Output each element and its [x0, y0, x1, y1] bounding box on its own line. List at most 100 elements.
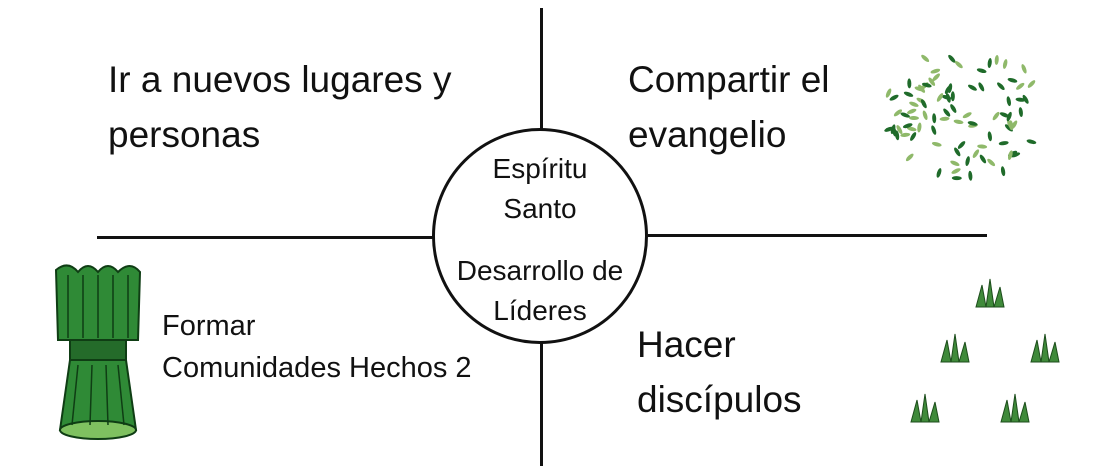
seed [965, 156, 970, 166]
quadrant-bottom-right-text: Hacer discípulos [637, 317, 802, 427]
grass-tuft [1000, 393, 1030, 423]
seed [900, 112, 910, 118]
center-bottom-label: Desarrollo de Líderes [432, 251, 648, 331]
seed [950, 91, 955, 102]
seed [1021, 64, 1027, 74]
center-circle: Espíritu Santo Desarrollo de Líderes [432, 128, 648, 344]
seed [939, 116, 950, 121]
grass-tuft [1030, 333, 1060, 363]
seed [972, 149, 980, 158]
seed [905, 153, 914, 162]
seed [1010, 152, 1021, 158]
seed [909, 101, 919, 107]
quadrant-bottom-left-text: Formar Comunidades Hechos 2 [162, 305, 472, 389]
seed [967, 121, 978, 126]
seed [967, 84, 977, 91]
seed [920, 99, 927, 109]
bottom-right-line2: discípulos [637, 379, 802, 420]
wheat-sheaf-icon [54, 264, 142, 440]
grass-tuft [910, 393, 940, 423]
seed [987, 58, 992, 68]
horizontal-axis-line-left [97, 236, 437, 239]
seed [907, 78, 912, 89]
seed [896, 125, 903, 135]
seed [948, 54, 956, 63]
seed [1007, 150, 1013, 161]
seed [1022, 94, 1029, 104]
seed [928, 77, 936, 86]
seed [936, 93, 944, 102]
seed [951, 176, 962, 181]
seed [950, 160, 960, 167]
seed [1016, 82, 1025, 90]
seed [957, 141, 966, 149]
seeds-icon [884, 54, 1037, 181]
seed [1007, 120, 1013, 130]
seed [1002, 59, 1008, 69]
seed [917, 122, 922, 133]
seed [893, 109, 903, 117]
seed [954, 60, 963, 69]
seed [932, 113, 937, 124]
seed [902, 123, 913, 129]
seed [889, 94, 899, 101]
center-top-line2: Santo [503, 193, 577, 224]
horizontal-axis-line-right [648, 234, 987, 237]
seed [953, 119, 964, 125]
grass-tufts-icon [910, 278, 1060, 423]
top-left-line1: Ir a nuevos lugares y [108, 59, 452, 100]
quadrant-top-right-text: Compartir el evangelio [628, 52, 830, 162]
seed [903, 91, 914, 97]
seed [884, 126, 894, 132]
bottom-left-line2: Comunidades Hechos 2 [162, 352, 472, 384]
seed [987, 131, 992, 142]
seed [932, 73, 940, 82]
seed [906, 126, 917, 132]
top-right-line1: Compartir el [628, 59, 830, 100]
seed [951, 168, 961, 174]
seed [922, 110, 928, 121]
seed [950, 104, 957, 113]
seed [921, 82, 932, 88]
seed [892, 126, 897, 137]
seed [944, 85, 952, 94]
seed [910, 132, 917, 141]
seed [976, 68, 987, 74]
seed [931, 125, 937, 135]
seed [999, 112, 1010, 118]
seed [1000, 166, 1006, 177]
seed [979, 154, 987, 164]
bottom-left-line1: Formar [162, 310, 256, 342]
grass-tuft [975, 278, 1005, 308]
quadrant-top-left-text: Ir a nuevos lugares y personas [108, 52, 451, 162]
seed [1006, 111, 1012, 122]
seed [908, 116, 919, 121]
seed [931, 141, 942, 147]
seed [885, 88, 892, 98]
seed [930, 68, 941, 74]
top-right-line2: evangelio [628, 114, 787, 155]
seed [941, 94, 952, 100]
seed [1026, 139, 1037, 145]
seed [968, 170, 973, 181]
seed [1007, 78, 1018, 83]
center-bottom-line1: Desarrollo de [456, 255, 624, 286]
bottom-right-line1: Hacer [637, 324, 736, 365]
seed [943, 108, 951, 117]
top-left-line2: personas [108, 114, 261, 155]
seed [992, 111, 1000, 121]
center-top-label: Espíritu Santo [432, 149, 648, 229]
center-bottom-line2: Líderes [493, 295, 587, 326]
center-top-line1: Espíritu [492, 153, 588, 184]
seed [936, 168, 942, 178]
seed [998, 141, 1009, 146]
seed [978, 82, 985, 92]
seed [997, 82, 1005, 91]
seed [906, 108, 917, 114]
grass-tuft [940, 333, 970, 363]
seed [987, 158, 996, 167]
seed [1018, 107, 1023, 118]
seed [921, 54, 930, 63]
seed [1006, 96, 1011, 107]
seed [994, 54, 999, 65]
